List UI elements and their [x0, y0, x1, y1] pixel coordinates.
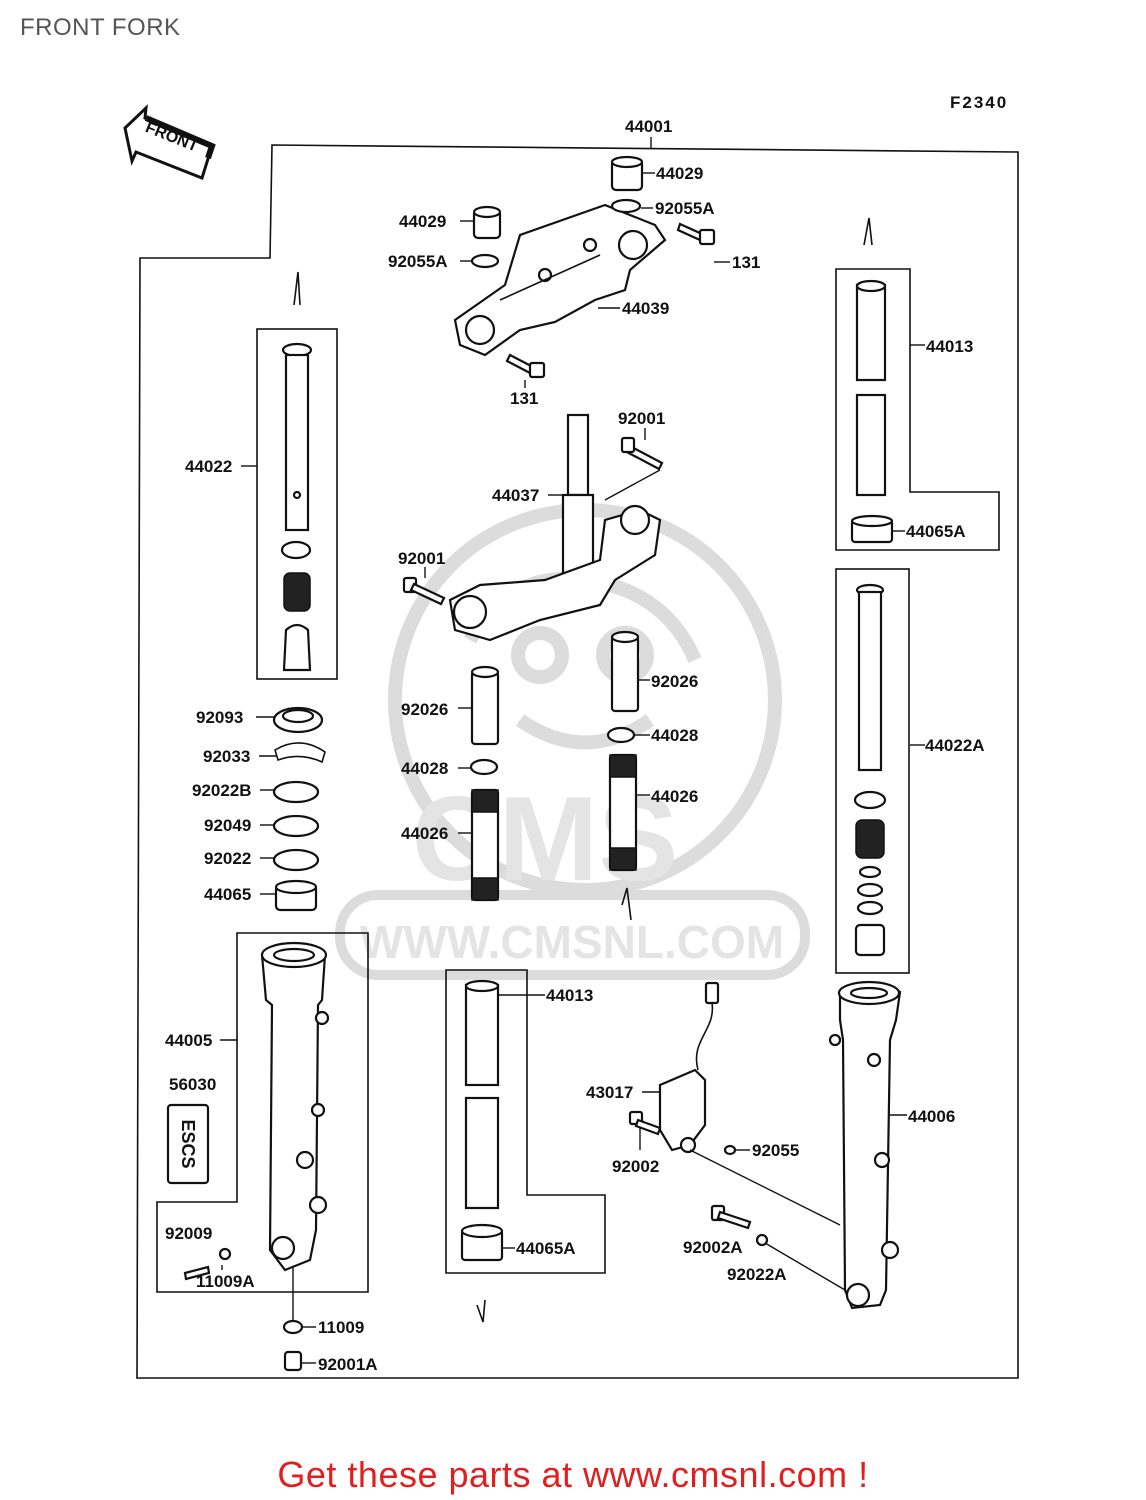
- stem-bolt-left: [402, 576, 446, 606]
- steering-stem-head: [448, 413, 662, 642]
- label-44028-right: 44028: [651, 726, 698, 745]
- label-44039: 44039: [622, 299, 669, 318]
- label-92002a: 92002A: [683, 1238, 743, 1257]
- top-bolt-front: [505, 353, 546, 379]
- sub-box-lines: [156, 268, 1000, 1293]
- anti-dive-unit: [628, 981, 846, 1291]
- diagram-code: F2340: [950, 93, 1008, 112]
- center-springs: [469, 630, 640, 902]
- label-92093: 92093: [196, 708, 243, 727]
- cta-link[interactable]: Get these parts at www.cmsnl.com !: [277, 1454, 869, 1495]
- right-inner-tube: [850, 279, 894, 544]
- label-92002: 92002: [612, 1157, 659, 1176]
- label-92055a-left: 92055A: [388, 252, 448, 271]
- label-92026-right: 92026: [651, 672, 698, 691]
- label-44022: 44022: [185, 457, 232, 476]
- label-92022a: 92022A: [727, 1265, 787, 1284]
- page-title: FRONT FORK: [20, 14, 181, 41]
- label-92033: 92033: [203, 747, 250, 766]
- label-44006: 44006: [908, 1107, 955, 1126]
- label-44028-left: 44028: [401, 759, 448, 778]
- upper-bracket: [453, 203, 667, 357]
- label-92009: 92009: [165, 1224, 212, 1243]
- left-outer-tube: [260, 941, 330, 1272]
- label-44029-left: 44029: [399, 212, 446, 231]
- label-92055: 92055: [752, 1141, 799, 1160]
- label-92026-left: 92026: [401, 700, 448, 719]
- label-44065a-right: 44065A: [906, 522, 966, 541]
- label-44026-left: 44026: [401, 824, 448, 843]
- label-43017: 43017: [586, 1083, 633, 1102]
- label-44005: 44005: [165, 1031, 212, 1050]
- right-damper-cylinder: [853, 583, 887, 957]
- label-56030: 56030: [169, 1075, 216, 1094]
- part-labels: 44001 44029 92055A 44029 92055A 131 4403…: [165, 117, 985, 1374]
- cap-bolt-left: [470, 205, 502, 269]
- emblem-text: ESCS: [178, 1119, 198, 1168]
- left-bottom-fasteners: [183, 1247, 304, 1372]
- front-direction-arrow: FRONT: [123, 104, 216, 180]
- cap-bolt-right: [610, 155, 644, 214]
- label-44037: 44037: [492, 486, 539, 505]
- top-bolt-right: [676, 222, 716, 246]
- watermark-url: WWW.CMSNL.COM: [360, 916, 784, 968]
- leader-lines: [220, 172, 925, 1364]
- label-131-right: 131: [732, 253, 760, 272]
- watermark-brand: CMS: [412, 772, 679, 906]
- label-44013-right: 44013: [926, 337, 973, 356]
- label-131-front: 131: [510, 389, 538, 408]
- left-damper-cylinder: [280, 342, 313, 672]
- stem-bolt-right: [620, 436, 664, 471]
- label-11009a: 11009A: [196, 1272, 255, 1291]
- center-inner-tube: [460, 979, 504, 1262]
- break-marks: [293, 217, 873, 1323]
- label-92001-right: 92001: [618, 409, 665, 428]
- label-92022b: 92022B: [192, 781, 252, 800]
- label-92022: 92022: [204, 849, 251, 868]
- label-44029-right: 44029: [656, 164, 703, 183]
- label-92049: 92049: [204, 816, 251, 835]
- label-44001: 44001: [625, 117, 672, 136]
- right-outer-tube: [828, 980, 902, 1310]
- label-44022a: 44022A: [925, 736, 985, 755]
- label-44026-right: 44026: [651, 787, 698, 806]
- label-92001-left: 92001: [398, 549, 445, 568]
- escs-emblem: ESCS: [166, 1103, 210, 1185]
- label-44013-center: 44013: [546, 986, 593, 1005]
- label-92055a-right: 92055A: [655, 199, 715, 218]
- exploded-parts-diagram: CMS WWW.CMSNL.COM F2340 FRONT: [123, 93, 1019, 1379]
- label-92001a: 92001A: [318, 1355, 378, 1374]
- label-44065: 44065: [204, 885, 251, 904]
- assembly-outline: [136, 137, 1019, 1379]
- label-44065a-center: 44065A: [516, 1239, 576, 1258]
- left-seal-stack: [272, 706, 326, 912]
- label-11009: 11009: [318, 1318, 364, 1337]
